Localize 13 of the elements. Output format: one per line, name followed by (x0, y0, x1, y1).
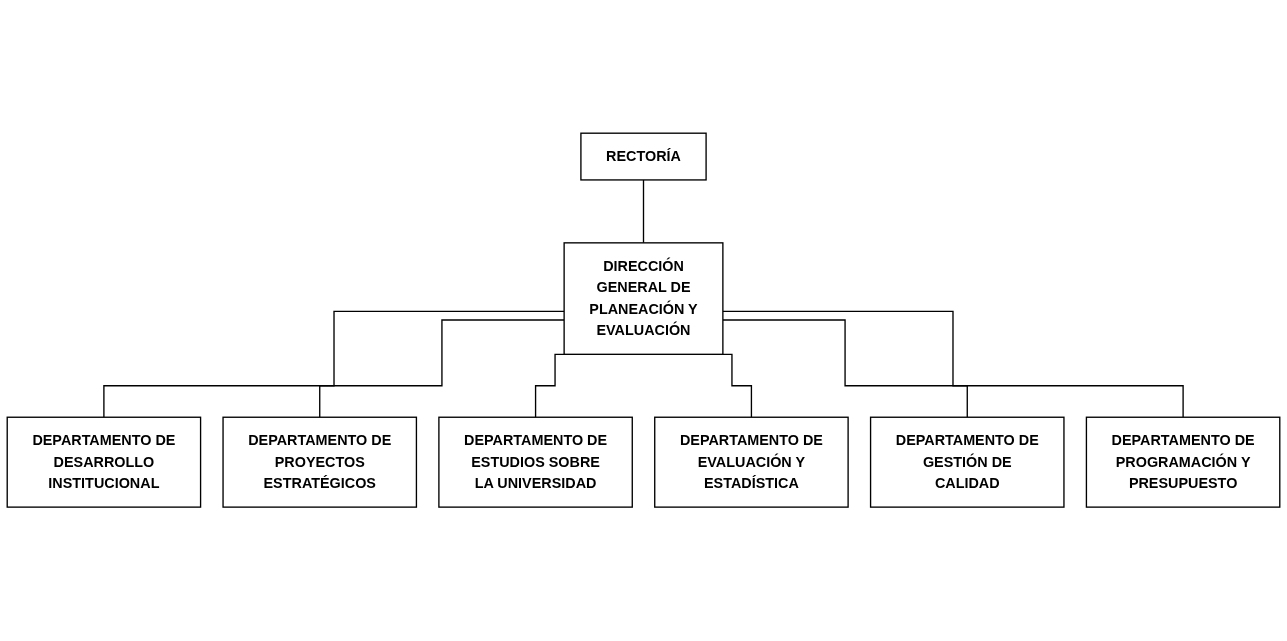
connector (103, 311, 565, 419)
connector (319, 319, 565, 419)
node-box: DEPARTAMENTO DE DESARROLLO INSTITUCIONAL (6, 416, 202, 509)
connector (722, 319, 968, 419)
node-box: DEPARTAMENTO DE ESTUDIOS SOBRE LA UNIVERSIDAD (438, 416, 633, 509)
connector (642, 179, 645, 244)
node-box: RECTORÍA (580, 132, 707, 181)
node-box: DEPARTAMENTO DE PROGRAMACIÓN Y PRESUPUESTO (1085, 416, 1281, 509)
node-box: DIRECCIÓN GENERAL DE PLANEACIÓN Y EVALUACIÓN (563, 242, 724, 356)
node-box: DEPARTAMENTO DE EVALUACIÓN Y ESTADÍSTICA (654, 416, 849, 509)
connector (722, 311, 1184, 419)
node-box: DEPARTAMENTO DE GESTIÓN DE CALIDAD (869, 416, 1065, 509)
node-box: DEPARTAMENTO DE PROYECTOS ESTRATÉGICOS (222, 416, 418, 509)
